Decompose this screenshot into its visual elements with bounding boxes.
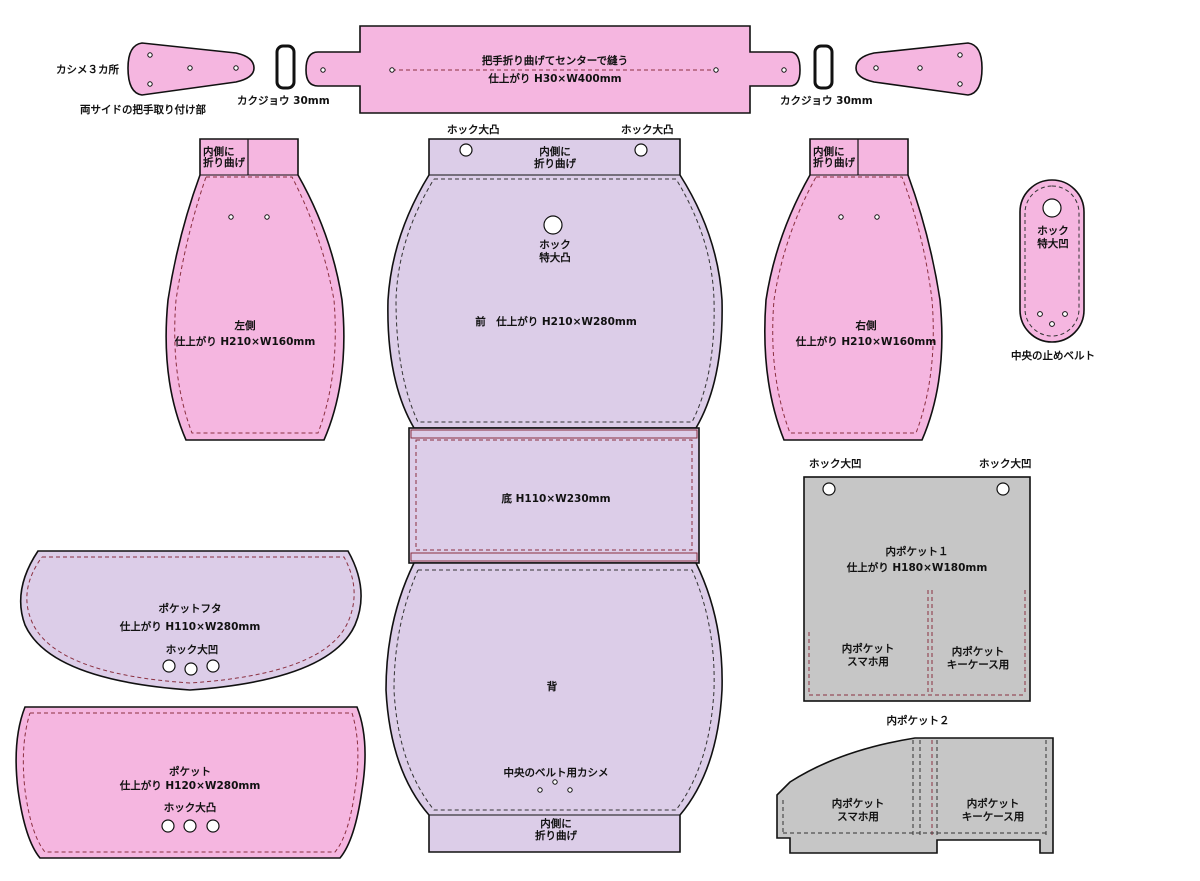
front-panel	[387, 138, 723, 429]
left-handle-tab	[127, 42, 255, 96]
pocket-size: 仕上がり H120×W280mm	[119, 779, 261, 792]
ip1-hook-left: ホック大凹	[809, 457, 862, 470]
pocket-flap	[19, 550, 362, 691]
ip2-key-2: キーケース用	[962, 811, 1024, 823]
left-side-size: 仕上がり H210×W160mm	[174, 335, 316, 348]
front-hook-center-2: 特大凸	[539, 251, 571, 264]
right-ring-label: カクジョウ 30mm	[780, 95, 873, 107]
back-panel	[385, 562, 723, 853]
ip2-phone-1: 内ポケット	[832, 797, 885, 810]
left-fold-1: 内側に	[203, 145, 235, 158]
front-size: 前 仕上がり H210×W280mm	[475, 315, 637, 328]
front-hook-left: ホック大凸	[447, 123, 500, 136]
flap-hook: ホック大凹	[166, 643, 219, 656]
right-handle-tab	[855, 42, 983, 96]
pocket	[15, 706, 366, 859]
right-fold-1: 内側に	[813, 145, 845, 158]
ip1-key-2: キーケース用	[947, 659, 1009, 671]
left-fold-2: 折り曲げ	[203, 156, 245, 169]
left-side-name: 左側	[234, 319, 256, 332]
flap-size: 仕上がり H110×W280mm	[119, 620, 261, 633]
front-fold-1: 内側に	[539, 145, 571, 158]
belt-hook-2: 特大凹	[1037, 237, 1069, 250]
ip1-size: 仕上がり H180×W180mm	[846, 561, 988, 574]
inner-pocket-1	[803, 476, 1031, 702]
ip2-key-1: 内ポケット	[967, 797, 1020, 810]
bottom-size: 底 H110×W230mm	[501, 492, 610, 505]
pocket-hook: ホック大凸	[164, 801, 217, 814]
ip2-phone-2: スマホ用	[837, 811, 879, 823]
left-side-panel	[165, 138, 345, 441]
front-fold-2: 折り曲げ	[534, 157, 576, 170]
bottom-panel	[408, 427, 700, 564]
back-kashime: 中央のベルト用カシメ	[504, 766, 609, 779]
front-hook-center-1: ホック	[539, 239, 571, 251]
ip1-key-1: 内ポケット	[952, 645, 1005, 658]
front-hook-right: ホック大凸	[621, 123, 674, 136]
handle-note: 把手折り曲げてセンターで縫う	[482, 54, 628, 67]
right-side-panel	[764, 138, 943, 441]
ip1-name: 内ポケット１	[886, 545, 949, 558]
handle-strip	[305, 25, 801, 114]
flap-name: ポケットフタ	[159, 602, 222, 615]
back-name: 背	[547, 680, 558, 693]
ip1-phone-1: 内ポケット	[842, 642, 895, 655]
right-side-size: 仕上がり H210×W160mm	[795, 335, 937, 348]
belt-name: 中央の止めベルト	[1011, 349, 1095, 362]
pocket-name: ポケット	[169, 765, 211, 778]
ip1-hook-right: ホック大凹	[979, 457, 1032, 470]
back-fold-2: 折り曲げ	[535, 829, 577, 842]
belt-hook-1: ホック	[1037, 225, 1069, 237]
kashime-label: カシメ３カ所	[56, 63, 119, 76]
back-fold-1: 内側に	[540, 817, 572, 830]
ip2-title: 内ポケット２	[887, 714, 950, 727]
inner-pocket-2	[776, 737, 1054, 854]
center-belt	[1019, 179, 1085, 343]
handle-size: 仕上がり H30×W400mm	[487, 72, 621, 85]
right-fold-2: 折り曲げ	[813, 156, 855, 169]
ip1-phone-2: スマホ用	[847, 656, 889, 668]
side-attach-label: 両サイドの把手取り付け部	[80, 103, 206, 116]
right-side-name: 右側	[855, 319, 877, 332]
left-square-ring	[275, 44, 296, 90]
right-square-ring	[813, 44, 834, 90]
left-ring-label: カクジョウ 30mm	[237, 95, 330, 107]
